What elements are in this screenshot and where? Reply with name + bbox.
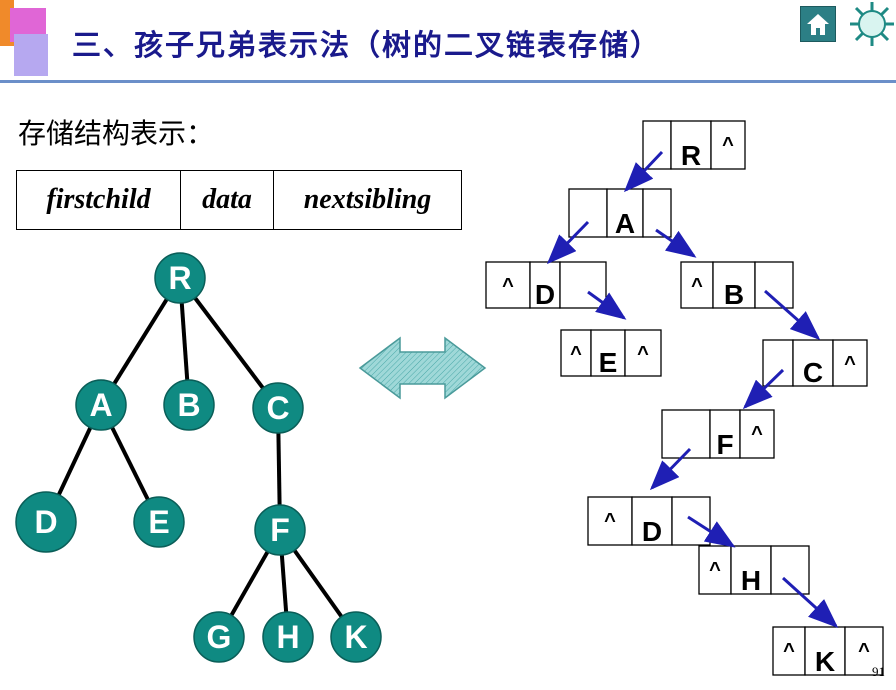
- pointer-arrow: [655, 228, 697, 258]
- list-cell: [754, 261, 794, 309]
- list-cell: [642, 120, 672, 170]
- tree-node: [15, 491, 77, 553]
- title-divider: [0, 80, 896, 83]
- list-node-data: D: [535, 279, 555, 310]
- null-pointer: ^: [751, 423, 763, 445]
- list-node: ^D: [485, 261, 607, 310]
- list-node: ^D: [587, 496, 711, 547]
- null-pointer: ^: [783, 640, 795, 662]
- list-cell: [587, 496, 633, 546]
- tree-node-label: K: [344, 619, 367, 655]
- pointer-arrow: [764, 289, 821, 340]
- null-pointer: ^: [844, 353, 856, 375]
- list-node: F^: [661, 409, 775, 460]
- list-node: C^: [762, 339, 868, 388]
- tree-node-label: R: [168, 260, 191, 296]
- pointer-arrow: [649, 447, 692, 491]
- tree-node-label: A: [89, 387, 112, 423]
- pointer-arrow: [781, 576, 839, 629]
- list-node-data: K: [815, 646, 835, 677]
- tree-node: [163, 379, 215, 431]
- list-cell: [590, 329, 626, 377]
- list-node-data: D: [642, 516, 662, 547]
- list-cell: [529, 261, 561, 309]
- tree-node: [154, 252, 206, 304]
- list-cell: [712, 261, 756, 309]
- node-structure-table: firstchild data nextsibling: [16, 170, 462, 230]
- pointer-arrow: [587, 290, 627, 320]
- null-pointer: ^: [570, 343, 582, 365]
- field-firstchild: firstchild: [17, 171, 181, 229]
- list-cell: [661, 409, 711, 459]
- tree-node: [262, 611, 314, 663]
- list-cell: [770, 545, 810, 595]
- tree-node-label: C: [266, 390, 289, 426]
- list-cell: [710, 120, 746, 170]
- double-arrow-icon: [358, 336, 487, 400]
- list-cell: [844, 626, 884, 676]
- pointer-arrow: [742, 368, 785, 410]
- sun-icon: [850, 2, 894, 46]
- tree-node: [75, 379, 127, 431]
- list-node-data: R: [681, 140, 701, 171]
- tree-node: [193, 611, 245, 663]
- tree-edge: [178, 276, 280, 410]
- home-icon: [807, 14, 829, 35]
- field-nextsibling: nextsibling: [303, 184, 432, 215]
- null-pointer: ^: [722, 134, 734, 156]
- list-node-data: H: [741, 565, 761, 596]
- list-node-data: E: [599, 347, 618, 378]
- tree-node-label: B: [177, 387, 200, 423]
- list-node: R^: [642, 120, 746, 171]
- list-node-data: A: [615, 208, 635, 239]
- list-node: ^ K ^: [772, 626, 884, 677]
- list-cell: [624, 329, 662, 377]
- tree-node-label: G: [207, 619, 232, 655]
- list-cell: [485, 261, 531, 309]
- list-cell: [680, 261, 714, 309]
- list-node-data: B: [724, 279, 744, 310]
- page-number: 91: [872, 664, 885, 679]
- list-cell: [730, 545, 772, 595]
- tree-node: [330, 611, 382, 663]
- list-cell: [739, 409, 775, 459]
- tree-node-label: F: [270, 512, 290, 548]
- corner-decoration: [0, 0, 896, 90]
- tree-node: [133, 496, 185, 548]
- null-pointer: ^: [637, 343, 649, 365]
- pointer-arrow: [687, 515, 736, 548]
- tree-node-label: D: [34, 504, 57, 540]
- null-pointer: ^: [502, 275, 514, 297]
- list-cell: [606, 188, 644, 238]
- field-data: data: [181, 171, 274, 229]
- list-node-data: F: [716, 429, 733, 460]
- list-cell: [671, 496, 711, 546]
- home-button[interactable]: [800, 6, 836, 42]
- null-pointer: ^: [858, 640, 870, 662]
- null-pointer: ^: [691, 275, 703, 297]
- tree-node-label: H: [276, 619, 299, 655]
- list-cell: [792, 339, 834, 387]
- null-pointer: ^: [709, 559, 721, 581]
- list-cell: [832, 339, 868, 387]
- tree-node: [252, 382, 304, 434]
- list-cell: [560, 329, 592, 377]
- list-node-data: C: [803, 357, 823, 388]
- null-pointer: ^: [604, 510, 616, 532]
- list-node: A: [568, 188, 672, 239]
- pointer-arrow: [623, 150, 664, 193]
- list-cell: [568, 188, 608, 238]
- list-node: ^ E ^: [560, 329, 662, 378]
- structure-label: 存储结构表示：: [18, 117, 215, 150]
- tree-node: [254, 504, 306, 556]
- page-title: 三、孩子兄弟表示法（树的二叉链表存储）: [72, 28, 662, 62]
- pointer-arrow: [546, 220, 590, 265]
- list-cell: [762, 339, 794, 387]
- list-cell: [772, 626, 806, 676]
- tree-node-label: E: [148, 504, 169, 540]
- corner-square-lavender: [14, 34, 48, 76]
- list-cell: [709, 409, 741, 459]
